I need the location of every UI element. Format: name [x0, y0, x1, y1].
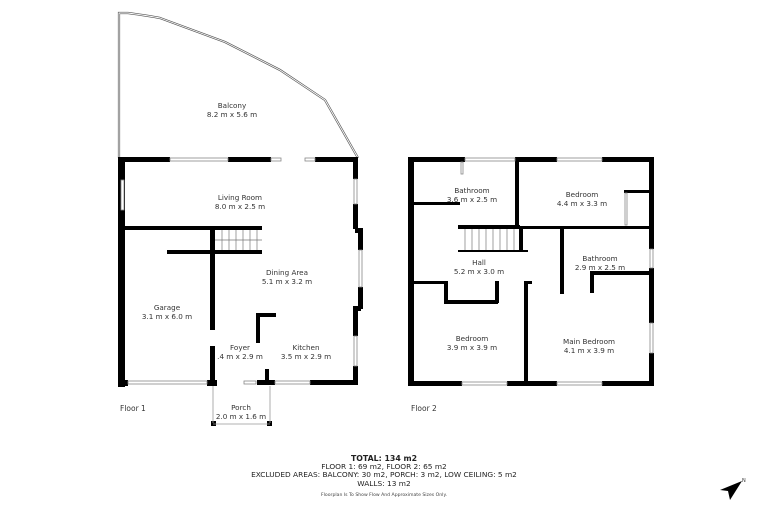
- room-name: Porch: [231, 403, 251, 412]
- total-area: TOTAL: 134 m2: [350, 454, 418, 463]
- floor-1-label: Floor 1: [120, 404, 146, 413]
- room-balcony: Balcony 8.2 m x 5.6 m: [207, 101, 257, 119]
- room-size: 3.1 m x 6.0 m: [141, 312, 193, 321]
- room-hall: Hall 5.2 m x 3.0 m: [454, 258, 504, 276]
- north-arrow-icon: N: [718, 475, 748, 505]
- room-name: Main Bedroom: [563, 337, 615, 346]
- disclaimer: Floorplan Is To Show Flow And Approximat…: [321, 492, 447, 498]
- room-foyer: Foyer .4 m x 2.9 m: [217, 343, 263, 361]
- walls-area: WALLS: 13 m2: [357, 478, 411, 488]
- room-name: Garage: [153, 303, 181, 312]
- room-name: Bedroom: [565, 190, 599, 199]
- room-garage: Garage 3.1 m x 6.0 m: [142, 303, 192, 321]
- floor-areas: FLOOR 1: 69 m2, FLOOR 2: 65 m2: [321, 462, 447, 472]
- room-size: 8.0 m x 2.5 m: [214, 202, 266, 211]
- room-size: 2.0 m x 1.6 m: [215, 412, 267, 421]
- room-size: 3.5 m x 2.9 m: [280, 352, 332, 361]
- room-main-bedroom: Main Bedroom 4.1 m x 3.9 m: [563, 337, 615, 355]
- room-name: Balcony: [217, 101, 247, 110]
- floor-1-plan: [117, 11, 363, 426]
- room-bathroom-1: Bathroom 3.6 m x 2.5 m: [447, 186, 497, 204]
- room-porch: Porch 2.0 m x 1.6 m: [216, 403, 266, 421]
- room-kitchen: Kitchen 3.5 m x 2.9 m: [281, 343, 331, 361]
- balcony-railing: [117, 11, 359, 159]
- room-name: Bathroom: [454, 186, 490, 195]
- room-size: 4.1 m x 3.9 m: [563, 346, 615, 355]
- svg-text:N: N: [742, 478, 746, 484]
- room-size: 5.1 m x 3.2 m: [261, 277, 313, 286]
- room-size: 4.4 m x 3.3 m: [556, 199, 608, 208]
- room-size: .4 m x 2.9 m: [217, 352, 263, 361]
- floor-2-plan: [408, 157, 654, 386]
- room-bedroom-2: Bedroom 3.9 m x 3.9 m: [447, 334, 497, 352]
- room-size: 8.2 m x 5.6 m: [206, 110, 258, 119]
- room-living-room: Living Room 8.0 m x 2.5 m: [215, 193, 265, 211]
- area-summary: TOTAL: 134 m2 FLOOR 1: 69 m2, FLOOR 2: 6…: [0, 454, 768, 500]
- room-name: Bathroom: [582, 254, 618, 263]
- room-name: Kitchen: [292, 343, 320, 352]
- room-name: Bedroom: [455, 334, 489, 343]
- room-name: Living Room: [217, 193, 263, 202]
- room-size: 3.6 m x 2.5 m: [446, 195, 498, 204]
- room-bedroom-1: Bedroom 4.4 m x 3.3 m: [557, 190, 607, 208]
- room-bathroom-2: Bathroom 2.9 m x 2.5 m: [575, 254, 625, 272]
- room-size: 2.9 m x 2.5 m: [574, 263, 626, 272]
- room-name: Foyer: [230, 343, 250, 352]
- room-dining-area: Dining Area 5.1 m x 3.2 m: [262, 268, 312, 286]
- room-size: 5.2 m x 3.0 m: [453, 267, 505, 276]
- room-size: 3.9 m x 3.9 m: [446, 343, 498, 352]
- excluded-areas: EXCLUDED AREAS: BALCONY: 30 m2, PORCH: 3…: [251, 470, 517, 480]
- room-name: Hall: [472, 258, 486, 267]
- floor-2-label: Floor 2: [411, 404, 437, 413]
- room-name: Dining Area: [265, 268, 309, 277]
